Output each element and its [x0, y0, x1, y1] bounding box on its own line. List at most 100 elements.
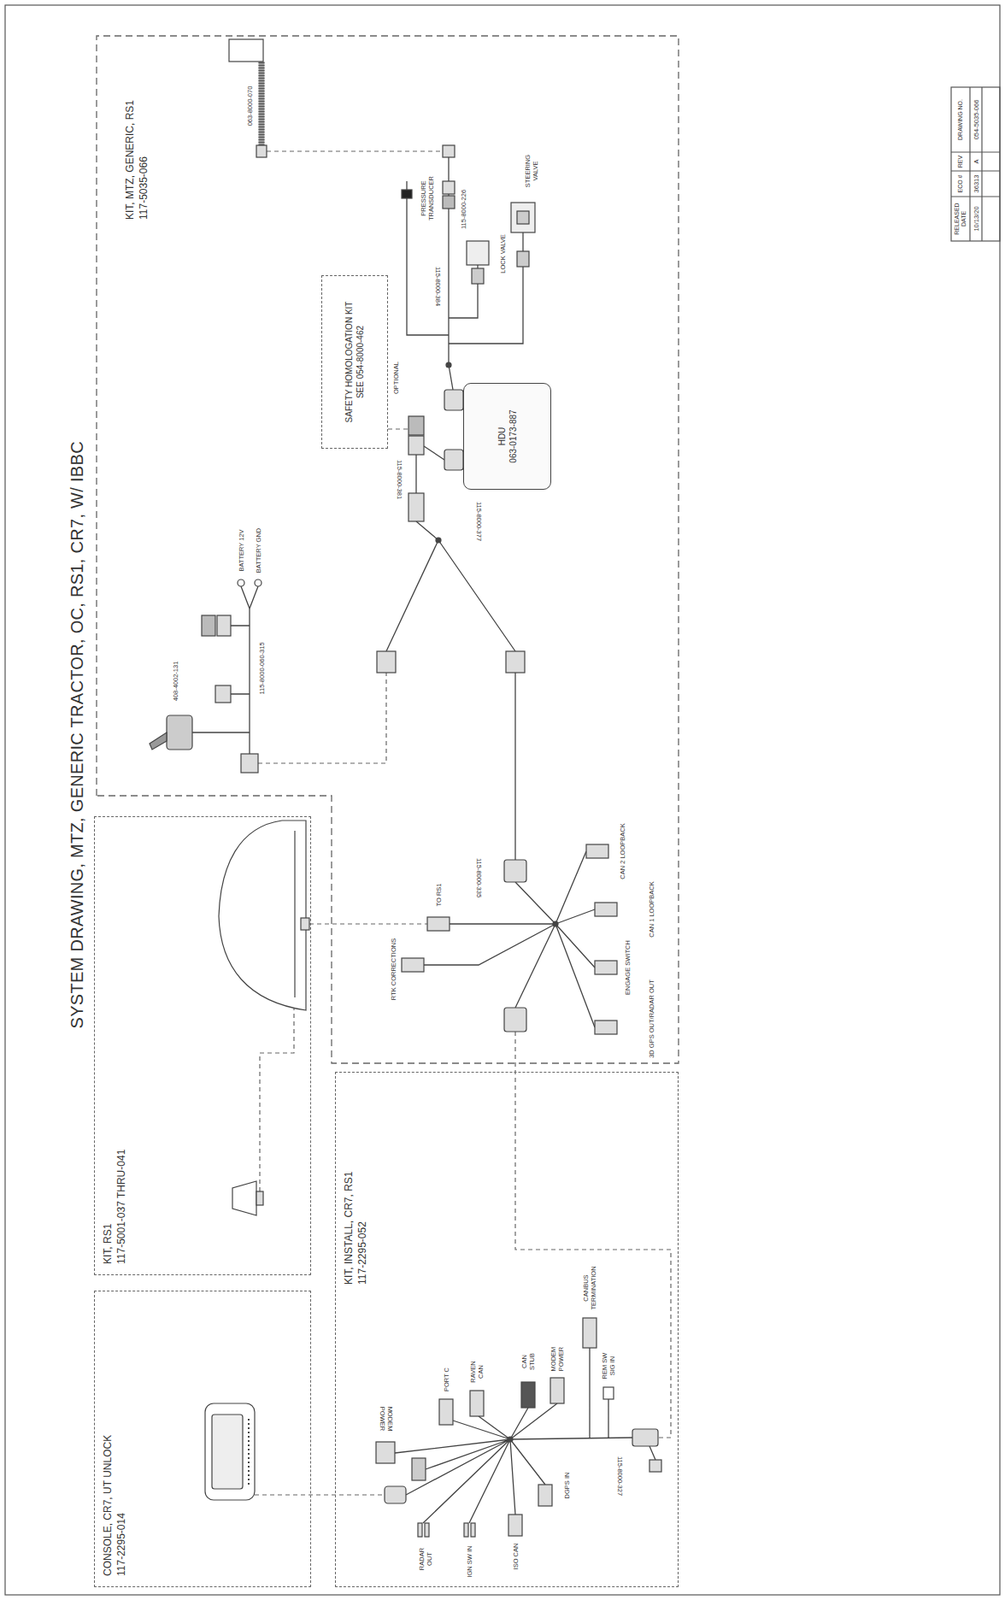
antenna-base: [256, 1191, 264, 1205]
dashed-cable: [515, 1031, 671, 1438]
part-label: 115-8000-327: [616, 1455, 624, 1497]
diagram-title: SYSTEM DRAWING, MTZ, GENERIC TRACTOR, OC…: [67, 440, 88, 1029]
pin-terminal: [424, 1522, 430, 1537]
connector: [240, 753, 259, 773]
part-label: MODEM POWER: [549, 1342, 565, 1376]
connector: [408, 493, 424, 522]
junction: [446, 362, 452, 368]
part-label: RTK CORRECTIONS: [389, 937, 398, 1001]
connector: [632, 1428, 659, 1446]
connector: [401, 957, 424, 972]
part-label: 115-8000-384: [434, 265, 442, 307]
kit-region: KIT, MTZ, GENERIC, RS1117-5035-066SAFETY…: [96, 35, 679, 796]
connector: [594, 902, 618, 917]
connector: [408, 435, 424, 455]
wire: [423, 446, 445, 460]
kit-box: CONSOLE, CR7, UT UNLOCK117-2295-014: [94, 1290, 312, 1587]
text-group: SAFETY HOMOLOGATION KITSEE 054-8000-462: [343, 301, 366, 424]
connector: [594, 1020, 618, 1035]
connector: [470, 1390, 484, 1417]
connector: [376, 651, 396, 673]
node-heading: CONSOLE, CR7, UT UNLOCK: [101, 1434, 116, 1576]
part-label: ENGAGE SWITCH: [623, 939, 632, 996]
wire: [448, 266, 524, 344]
part-label: RAVEN CAN: [469, 1357, 485, 1387]
antenna: [232, 1181, 257, 1216]
connector: [521, 1381, 535, 1408]
connector: [504, 859, 527, 882]
junction: [435, 537, 441, 543]
title-block-grid: [951, 87, 1000, 241]
pressure-transducer: [401, 189, 412, 199]
part-label: DGPS IN: [563, 1471, 571, 1500]
title-block-cell: ECO #: [957, 173, 964, 194]
part-label: LOCK VALVE: [499, 233, 507, 275]
connector: [442, 145, 455, 158]
part-label: 408-4002-131: [171, 660, 180, 703]
part-label: 115-8000-377: [475, 500, 483, 542]
node-subtext: 117-2295-052: [356, 1171, 371, 1286]
text-group: HDU063-0173-887: [496, 409, 519, 463]
dashed-cable: [387, 428, 409, 430]
connector: [427, 916, 450, 931]
connector: [439, 1398, 453, 1425]
part-label: OPTIONAL: [392, 360, 400, 395]
title-block-cell: REV: [957, 154, 964, 169]
steering-valve: [511, 202, 535, 233]
part-label: 063-8000-070: [246, 85, 254, 128]
connector: [550, 1377, 565, 1404]
receiver: [218, 820, 306, 1011]
sensor: [229, 39, 264, 62]
connector: [505, 651, 525, 673]
dashed-links: [254, 151, 671, 1495]
node-heading: SAFETY HOMOLOGATION KIT: [343, 301, 355, 424]
connector: [594, 960, 618, 975]
node-subtext: 117-5035-066: [137, 99, 152, 220]
node-heading: KIT, INSTALL, CR7, RS1: [342, 1171, 357, 1286]
connector: [411, 1457, 426, 1481]
node-subtext: 117-5001-037 THRU-041: [115, 1149, 130, 1264]
part-label: 115-8000-335: [475, 857, 483, 899]
harness-wires: [192, 61, 656, 1523]
title-block-cell: 10/13/20: [972, 205, 981, 232]
connector: [442, 181, 455, 194]
part-label: 115-8000-226: [459, 188, 468, 230]
title-block-cell: RELEASED DATE: [953, 197, 969, 241]
part-label: RADAR OUT: [417, 1544, 434, 1574]
connector: [217, 615, 231, 636]
switch-body: [166, 715, 193, 750]
dashed-cable: [254, 1493, 385, 1495]
kit-box: KIT, INSTALL, CR7, RS1117-2295-052: [335, 1071, 679, 1587]
kit-outline: [96, 35, 679, 1064]
title-block-cell: DRAWING NO.: [957, 98, 964, 142]
connector: [586, 844, 609, 859]
hdu-plug: [444, 449, 464, 471]
ring-terminal: [254, 579, 262, 587]
pin-terminal: [603, 1387, 614, 1399]
receiver-detail: [293, 830, 295, 998]
part-label: CAN STUB: [520, 1349, 536, 1374]
connector: [517, 251, 529, 267]
title-block: [951, 87, 1000, 241]
valve-detail: [517, 211, 529, 224]
part-label: PORT C: [442, 1366, 451, 1393]
pin-terminal: [417, 1522, 423, 1537]
connector: [649, 1459, 662, 1472]
wire: [192, 625, 250, 733]
wire: [416, 521, 439, 541]
node-heading: KIT, MTZ, GENERIC, RS1: [123, 99, 138, 220]
part-label: MODEM POWER: [378, 1402, 394, 1435]
dashed-cable: [309, 922, 428, 924]
part-label: IGN SW IN: [465, 1544, 474, 1578]
part-label: REM SW SIG IN: [600, 1349, 617, 1382]
part-label: STEERING VALVE: [523, 150, 540, 192]
node-subtext: 063-0173-887: [507, 409, 519, 463]
title-block-cell: 36313: [972, 174, 981, 194]
part-label: CAN 2 LOOPBACK: [618, 822, 627, 880]
sensor-cable: [258, 61, 265, 146]
connector: [408, 416, 424, 435]
text-group: KIT, INSTALL, CR7, RS1117-2295-052: [342, 1171, 370, 1286]
connector: [504, 1007, 527, 1032]
switch-lever: [149, 732, 167, 750]
title-block-cell: 054-5035-066: [972, 99, 981, 142]
